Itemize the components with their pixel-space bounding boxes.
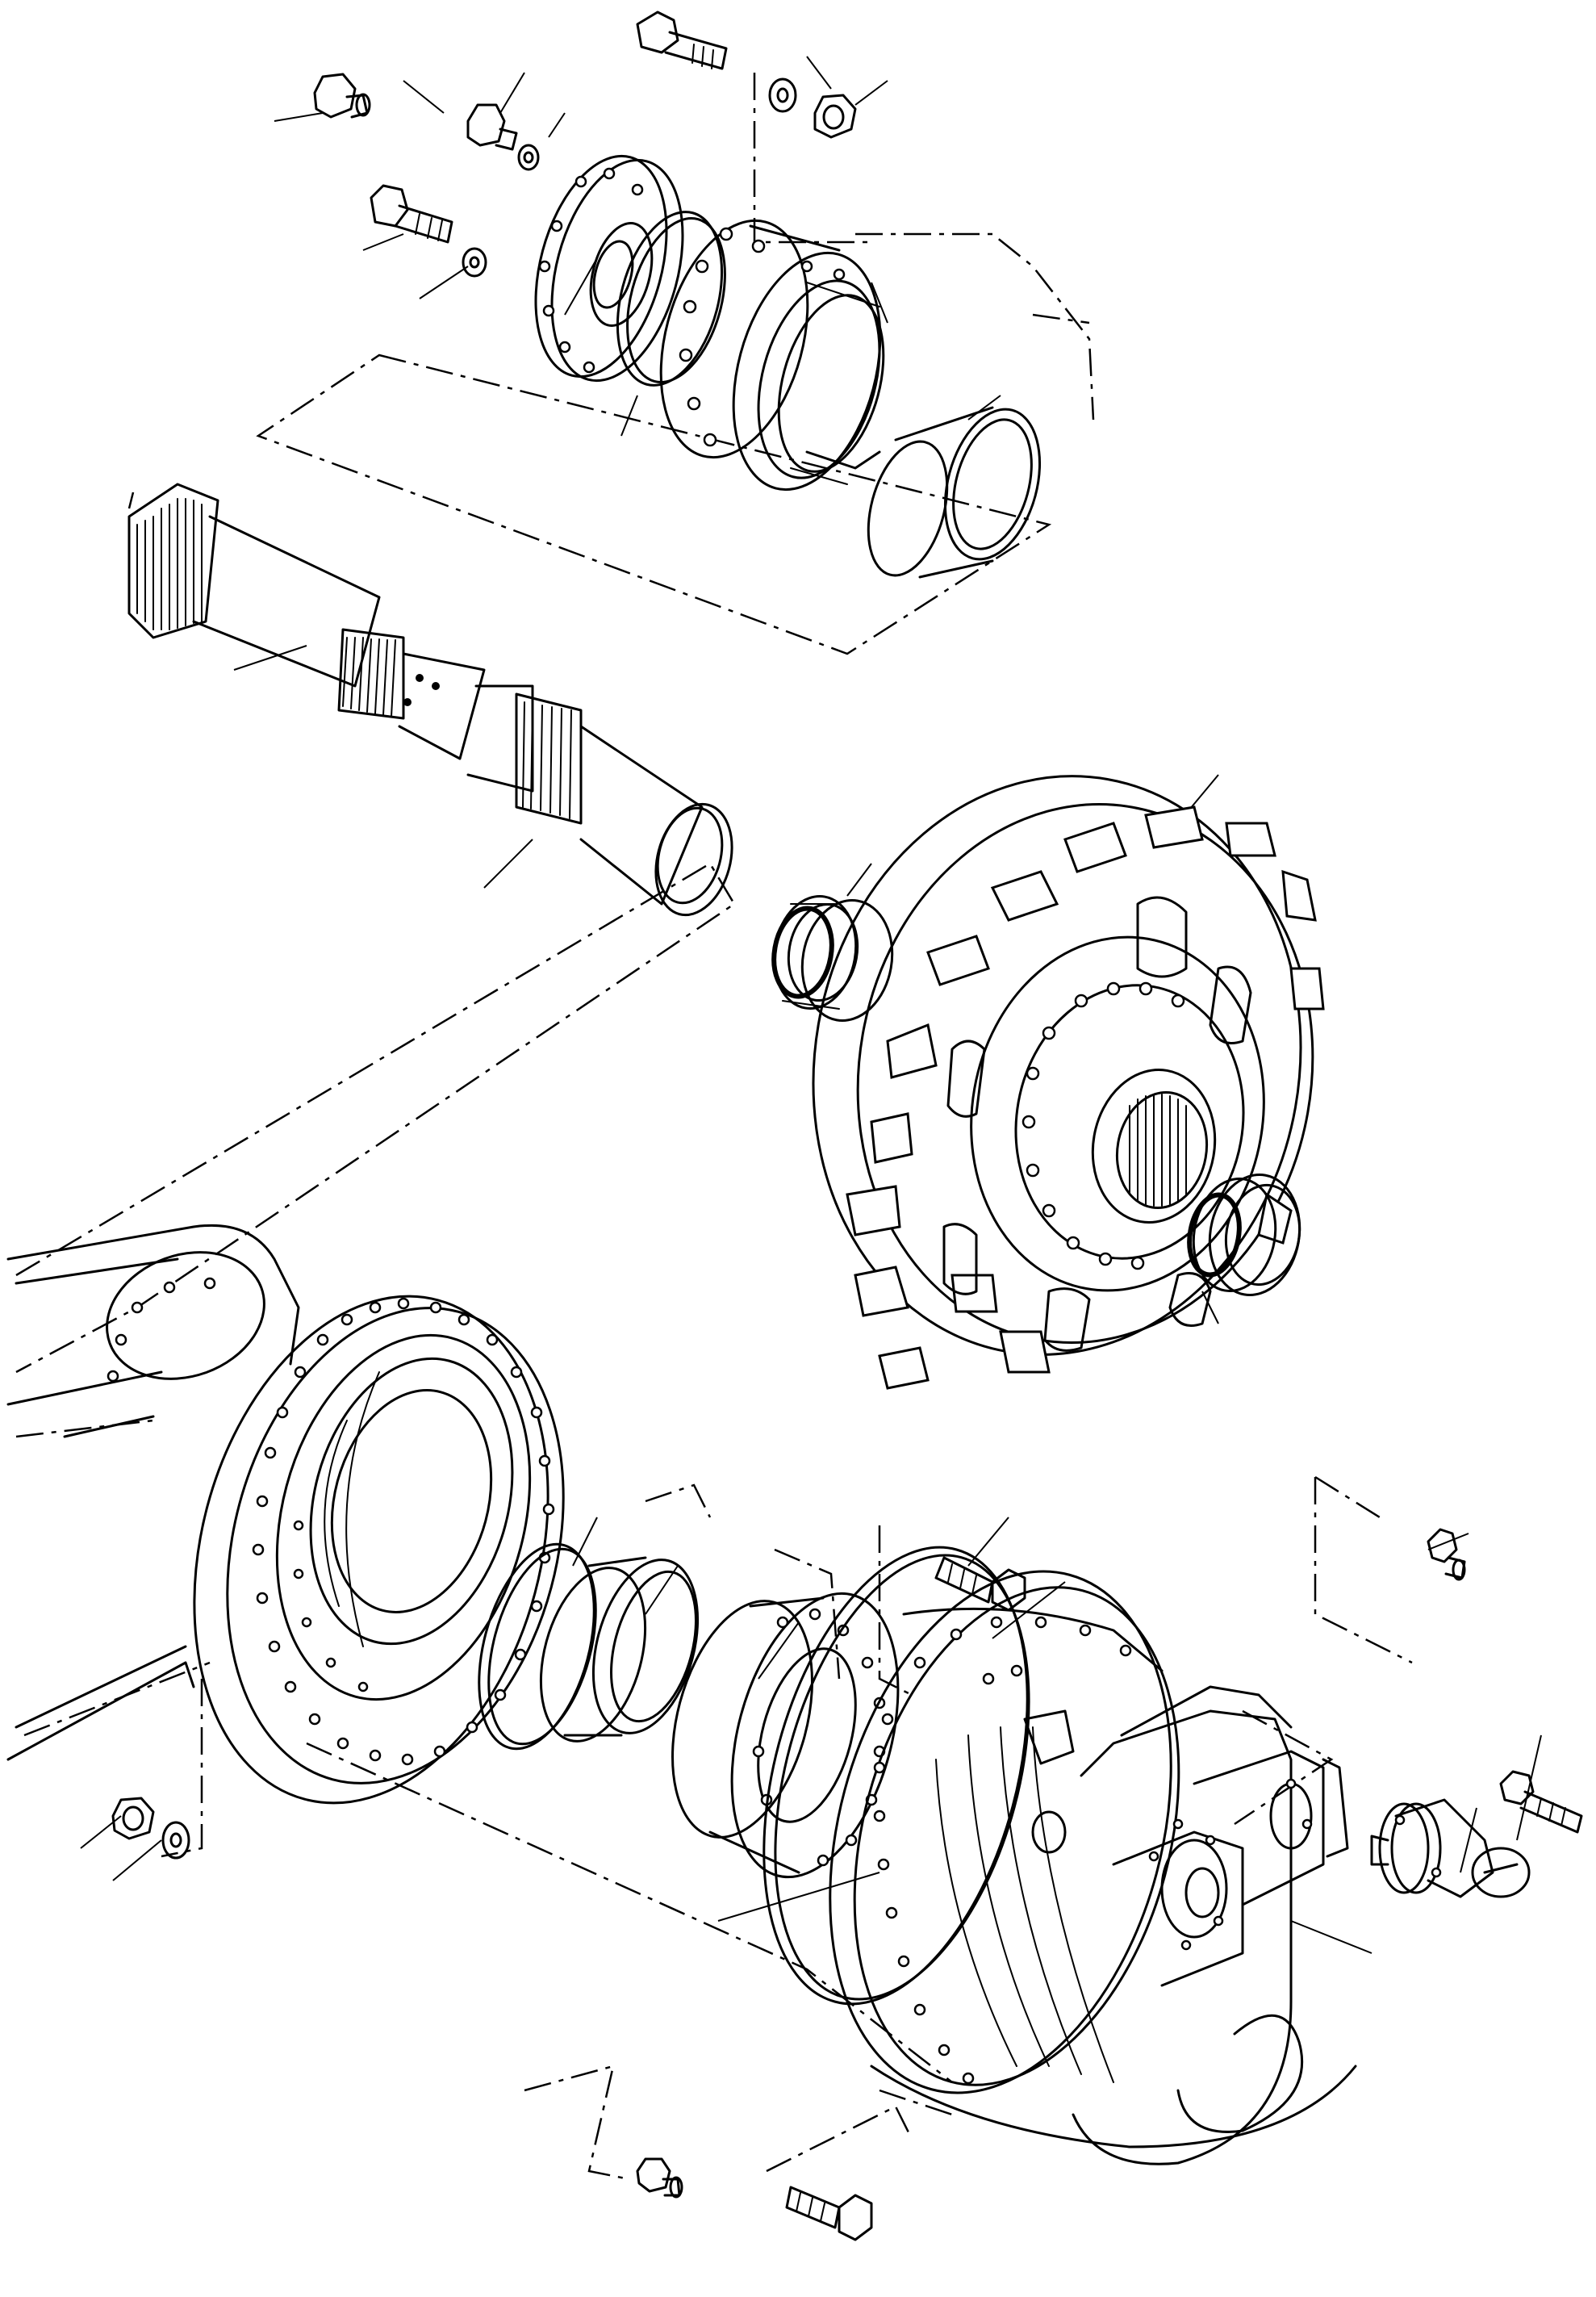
shaft-spline-left	[136, 498, 203, 630]
top-nut-washer	[517, 144, 540, 171]
sprocket	[812, 775, 1325, 1390]
sprocket-bolt-holes	[1022, 981, 1185, 1270]
hydraulic-motor	[1072, 1685, 1349, 2165]
top-right-nut	[813, 94, 857, 139]
sensor-fitting	[1370, 1798, 1531, 1898]
top-bolt	[370, 184, 453, 244]
bottom-bolt	[785, 2186, 873, 2241]
sprocket-windows	[942, 896, 1252, 1352]
top-hub-housing	[659, 219, 882, 492]
housing-bolt-holes	[873, 1616, 1132, 2085]
mid-bearing-race	[539, 1556, 700, 1743]
top-bolt-washer	[462, 247, 487, 278]
top-right-bolt	[636, 10, 728, 70]
flange-outer-holes	[252, 1297, 555, 1766]
drive-shaft	[127, 483, 733, 917]
top-bearing-race	[867, 406, 1042, 579]
final-drive-housing	[829, 1570, 1357, 2148]
mid-bolt	[934, 1556, 1026, 1612]
sprocket-left-bearing	[771, 895, 894, 1022]
top-flange-plate	[534, 154, 684, 383]
top-plug	[313, 73, 371, 119]
left-nut	[111, 1797, 155, 1840]
top-o-ring	[616, 211, 726, 387]
flange-inner-holes	[293, 1520, 369, 1692]
top-sleeve	[757, 279, 885, 485]
frame-housing	[6, 1224, 300, 1761]
large-flange-disc	[193, 1295, 565, 1805]
mid-hub-ring	[671, 1592, 900, 1879]
right-bolt	[1499, 1770, 1583, 1834]
large-o-ring	[762, 1546, 1030, 2006]
bottom-plug	[636, 2157, 683, 2199]
right-plug	[1427, 1528, 1466, 1581]
mid-o-ring	[478, 1542, 597, 1751]
left-washer	[161, 1821, 190, 1860]
top-nut	[466, 103, 518, 151]
sprocket-teeth	[846, 805, 1325, 1390]
leader-lines	[80, 56, 1542, 1954]
sprocket-right-bearing	[1187, 1174, 1301, 1296]
top-right-washer	[768, 77, 797, 113]
sprocket-hub-spline	[1129, 1094, 1187, 1207]
